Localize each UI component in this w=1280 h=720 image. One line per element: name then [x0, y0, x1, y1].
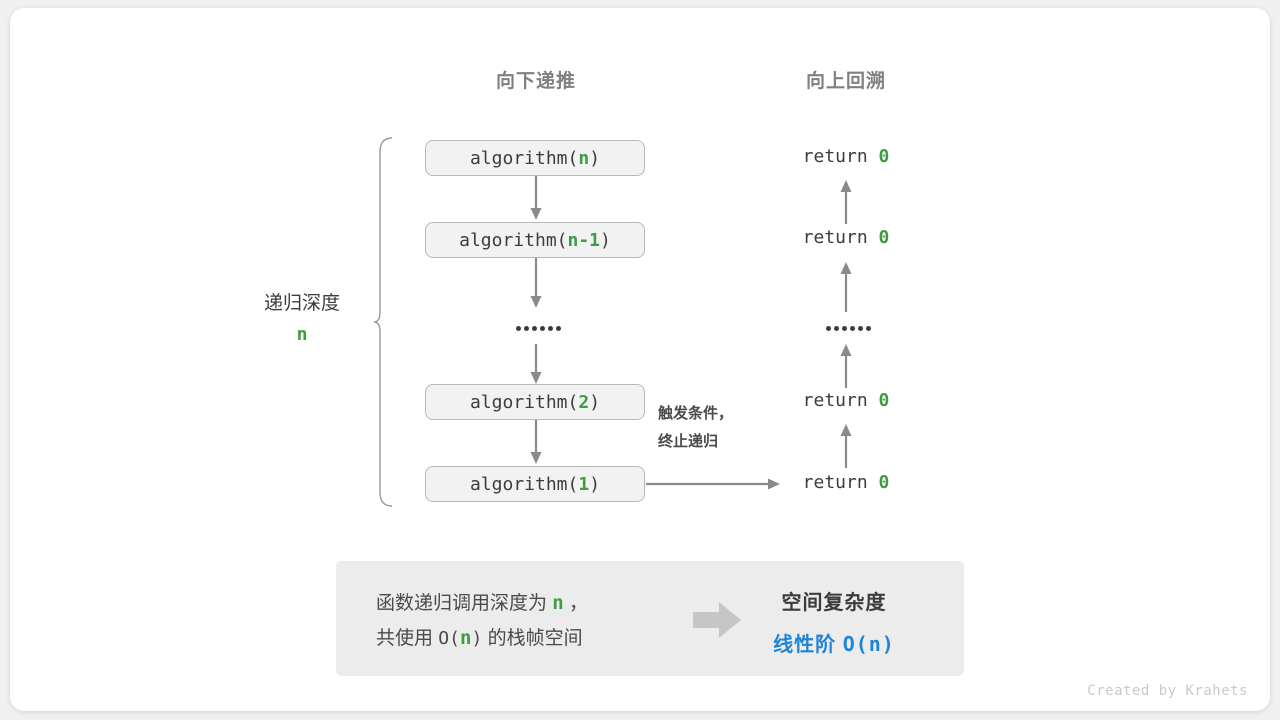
recursion-depth-value: n: [296, 324, 308, 345]
summary-right-text: 空间复杂度 线性阶 O(n): [734, 586, 934, 657]
summary-left-line-1-a: 函数递归调用深度为: [376, 593, 548, 614]
trigger-note-line-1: 触发条件，: [658, 405, 734, 422]
recursion-depth-title: 递归深度: [263, 293, 340, 314]
call-box-n-suffix: ): [589, 147, 601, 169]
summary-left-line-2-n: n: [459, 627, 472, 650]
call-box-2-arg: 2: [578, 391, 590, 413]
call-box-1[interactable]: algorithm(1): [425, 466, 645, 502]
down-arrow-3-icon: [530, 344, 542, 384]
call-box-n-prefix: algorithm(: [469, 147, 579, 169]
right-ellipsis: [826, 326, 871, 331]
summary-left-line-1-n: n: [552, 592, 564, 614]
call-box-1-suffix: ): [589, 473, 601, 495]
call-box-2[interactable]: algorithm(2): [425, 384, 645, 420]
return-statement-2: return 0: [746, 227, 946, 248]
summary-left-text: 函数递归调用深度为 n ， 共使用 O(n) 的栈帧空间: [376, 586, 588, 656]
up-arrow-4-icon: [840, 424, 852, 468]
call-box-2-suffix: ): [589, 391, 601, 413]
summary-left-line-2-c: ): [471, 628, 483, 650]
header-upward-backtrack: 向上回溯: [805, 71, 886, 92]
return-keyword-4: return: [802, 472, 868, 493]
return-keyword-3: return: [802, 390, 868, 411]
diagram-card: 向下递推 向上回溯 递归深度 n algorithm(n) algorithm(…: [10, 8, 1270, 711]
down-arrow-1-icon: [530, 176, 542, 220]
up-arrow-3-icon: [840, 344, 852, 388]
summary-left-line-2-b: 的栈帧空间: [487, 628, 583, 650]
return-keyword-2: return: [802, 227, 868, 248]
return-value-1: 0: [878, 146, 890, 167]
call-box-n-minus-1[interactable]: algorithm(n-1): [425, 222, 645, 258]
trigger-note-line-2: 终止递归: [658, 432, 719, 450]
call-box-n-arg: n: [578, 147, 590, 169]
base-case-arrow-icon: [646, 478, 780, 490]
summary-space-complexity-title: 空间复杂度: [781, 592, 887, 614]
return-statement-4: return 0: [746, 472, 946, 493]
recursion-depth-brace: [373, 137, 393, 507]
call-box-n-minus-1-suffix: ): [600, 229, 611, 251]
down-arrow-2-icon: [530, 258, 542, 308]
call-box-n[interactable]: algorithm(n): [425, 140, 645, 176]
header-downward-recursion: 向下递推: [495, 71, 576, 92]
summary-complexity-notation: O(n): [842, 632, 895, 656]
trigger-condition-note: 触发条件， 终止递归: [658, 400, 733, 456]
summary-left-line-1: 函数递归调用深度为 n ，: [376, 586, 588, 621]
block-arrow-right-icon: [693, 602, 741, 638]
up-arrow-2-icon: [840, 262, 852, 312]
left-ellipsis: [516, 326, 561, 331]
summary-complexity-value: 线性阶 O(n): [734, 628, 934, 657]
call-box-1-prefix: algorithm(: [469, 473, 579, 495]
return-statement-1: return 0: [746, 146, 946, 167]
summary-left-line-2: 共使用 O(n) 的栈帧空间: [376, 621, 588, 656]
call-box-n-minus-1-arg: n-1: [567, 229, 601, 251]
return-value-4: 0: [878, 472, 890, 493]
return-value-3: 0: [878, 390, 890, 411]
return-statement-3: return 0: [746, 390, 946, 411]
recursion-depth-label: 递归深度 n: [222, 288, 382, 345]
summary-left-line-2-o: O(: [438, 628, 460, 650]
down-arrow-4-icon: [530, 420, 542, 464]
call-box-1-arg: 1: [578, 473, 590, 495]
call-box-2-prefix: algorithm(: [469, 391, 579, 413]
summary-left-line-2-a: 共使用: [376, 628, 434, 650]
return-value-2: 0: [878, 227, 890, 248]
return-keyword-1: return: [802, 146, 868, 167]
summary-box: 函数递归调用深度为 n ， 共使用 O(n) 的栈帧空间 空间复杂度 线性阶 O…: [336, 561, 964, 676]
summary-left-line-1-b: ，: [569, 593, 589, 614]
call-box-n-minus-1-prefix: algorithm(: [459, 229, 568, 251]
summary-complexity-order: 线性阶: [773, 634, 837, 656]
credit-text: Created by Krahets: [1087, 683, 1248, 699]
up-arrow-1-icon: [840, 180, 852, 224]
